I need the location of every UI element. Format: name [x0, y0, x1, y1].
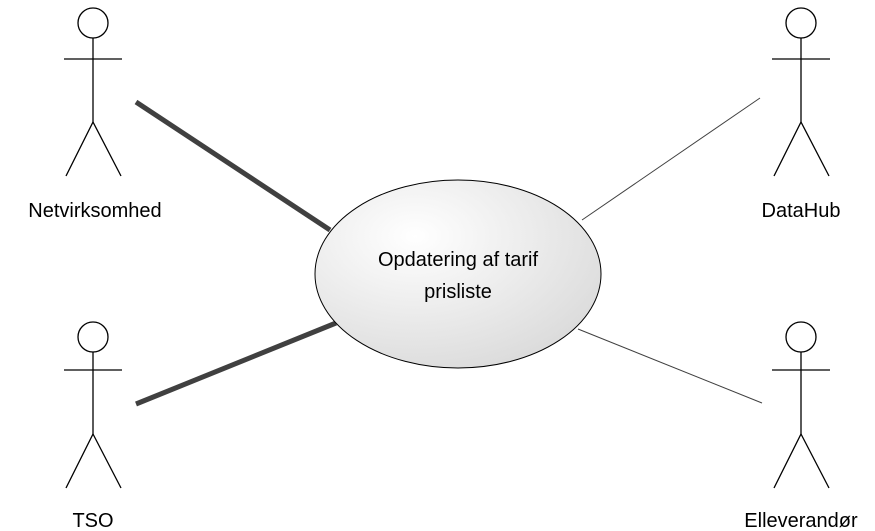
use-case-label-line2: prisliste [424, 281, 492, 303]
actor-right-leg [800, 433, 830, 489]
association-tso [135, 320, 337, 407]
actor-head [785, 321, 817, 353]
use-case-label-line1: Opdatering af tarif [378, 249, 539, 271]
association-datahub [581, 97, 761, 221]
association-elleverandor [577, 328, 763, 404]
actor-right-leg [800, 121, 830, 177]
actor-label-netvirksomhed: Netvirksomhed [28, 200, 161, 222]
actor-label-elleverandor: Elleverandør [744, 510, 858, 531]
actor-netvirksomhed: Netvirksomhed [28, 7, 162, 222]
use-case-ellipse [314, 179, 602, 369]
actor-label-tso: TSO [72, 510, 113, 531]
actor-left-leg [773, 121, 802, 177]
actor-datahub: DataHub [762, 7, 841, 222]
actor-head [785, 7, 817, 39]
association-netvirksomhed [134, 99, 332, 233]
actor-left-leg [65, 433, 94, 489]
actor-right-leg [92, 121, 122, 177]
actor-left-leg [773, 433, 802, 489]
actor-head [77, 321, 109, 353]
actor-right-leg [92, 433, 122, 489]
actor-elleverandor: Elleverandør [744, 321, 858, 531]
actor-label-datahub: DataHub [762, 200, 841, 222]
actor-head [77, 7, 109, 39]
actor-left-leg [65, 121, 94, 177]
actor-tso: TSO [64, 321, 122, 531]
use-case: Opdatering af tarif prisliste [314, 179, 602, 369]
